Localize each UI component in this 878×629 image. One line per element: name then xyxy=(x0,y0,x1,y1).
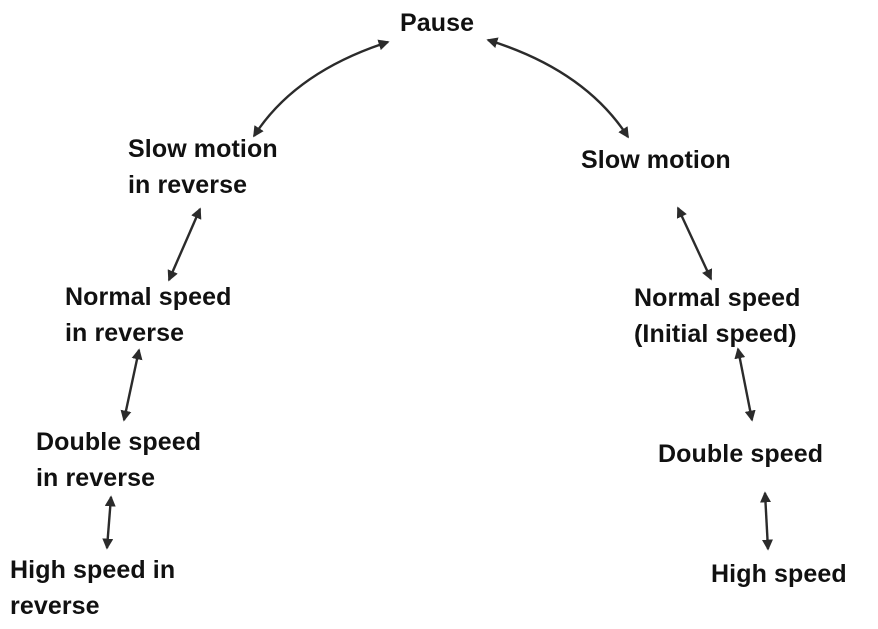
node-slow-motion-reverse-line-1: Slow motion xyxy=(128,135,278,163)
node-normal-speed-line-1: Normal speed xyxy=(634,284,801,312)
node-slow-motion: Slow motion xyxy=(581,142,731,178)
arrow-double-speed-reverse-to-high-speed-reverse xyxy=(102,495,116,550)
node-high-speed-reverse-line-1: High speed in xyxy=(10,556,176,584)
node-double-speed-reverse-line-1: Double speed xyxy=(36,428,202,456)
node-high-speed-reverse-line-2: reverse xyxy=(10,592,100,620)
node-normal-speed-line-2: (Initial speed) xyxy=(634,320,797,348)
node-normal-speed-reverse-line-2: in reverse xyxy=(65,319,185,347)
arrow-normal-speed-to-double-speed xyxy=(734,347,756,422)
node-normal-speed-reverse-line-1: Normal speed xyxy=(65,283,232,311)
node-double-speed-reverse: Double speed in reverse xyxy=(36,424,201,496)
node-double-speed-reverse-line-2: in reverse xyxy=(36,464,156,492)
arrow-slow-motion-to-normal-speed xyxy=(676,206,713,281)
node-slow-motion-reverse-line-2: in reverse xyxy=(128,171,248,199)
arrow-double-speed-to-high-speed xyxy=(760,491,773,551)
node-slow-motion-label: Slow motion xyxy=(581,146,731,174)
node-pause-label: Pause xyxy=(400,9,475,37)
node-double-speed-label: Double speed xyxy=(658,440,824,468)
arrow-normal-speed-reverse-to-double-speed-reverse xyxy=(120,348,143,422)
node-normal-speed: Normal speed (Initial speed) xyxy=(634,280,801,352)
node-pause: Pause xyxy=(400,5,474,41)
node-double-speed: Double speed xyxy=(658,436,823,472)
arrow-pause-to-slow-motion-reverse xyxy=(252,39,390,138)
arrow-slow-motion-reverse-to-normal-speed-reverse xyxy=(167,207,202,282)
node-high-speed-reverse: High speed in reverse xyxy=(10,552,175,624)
arrow-pause-to-slow-motion xyxy=(486,37,630,139)
node-normal-speed-reverse: Normal speed in reverse xyxy=(65,279,232,351)
node-high-speed: High speed xyxy=(711,556,847,592)
node-high-speed-label: High speed xyxy=(711,560,847,588)
node-slow-motion-reverse: Slow motion in reverse xyxy=(128,131,278,203)
